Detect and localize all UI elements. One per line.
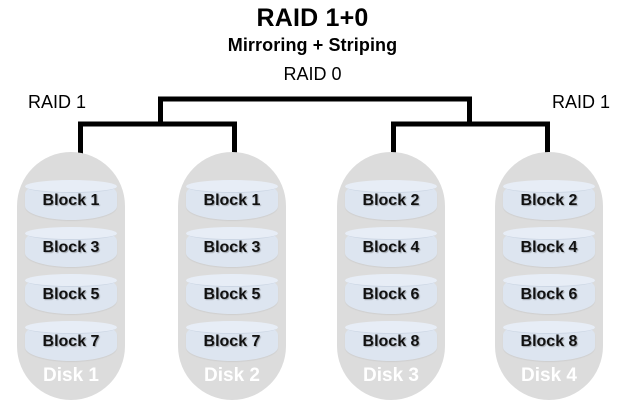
block-item[interactable]: Block 1 [25, 180, 117, 220]
block-item[interactable]: Block 3 [186, 227, 278, 267]
block-item[interactable]: Block 5 [186, 274, 278, 314]
cylinder-cap-icon [503, 321, 595, 334]
block-item[interactable]: Block 3 [25, 227, 117, 267]
cylinder-cap-icon [25, 274, 117, 287]
disk-container-3[interactable]: Block 2 Block 4 Block 6 Block 8 Disk 3 [337, 152, 445, 400]
diagram-subtitle: Mirroring + Striping [227, 35, 398, 55]
cylinder-cap-icon [503, 274, 595, 287]
block-item[interactable]: Block 4 [503, 227, 595, 267]
block-label: Block 5 [42, 286, 100, 303]
block-label: Block 6 [520, 286, 578, 303]
block-item[interactable]: Block 7 [186, 321, 278, 361]
disk-container-1[interactable]: Block 1 Block 3 Block 5 Block 7 Disk 1 [17, 152, 125, 400]
disk-label: Disk 3 [363, 365, 419, 386]
raid1-left-label: RAID 1 [28, 92, 87, 112]
cylinder-cap-icon [345, 274, 437, 287]
raid1-right-label: RAID 1 [552, 92, 611, 112]
cylinder-cap-icon [503, 227, 595, 240]
block-item[interactable]: Block 6 [503, 274, 595, 314]
block-label: Block 1 [42, 192, 100, 209]
cylinder-cap-icon [345, 227, 437, 240]
block-item[interactable]: Block 2 [345, 180, 437, 220]
block-item[interactable]: Block 6 [345, 274, 437, 314]
block-label: Block 7 [203, 333, 261, 350]
cylinder-cap-icon [345, 321, 437, 334]
block-label: Block 4 [362, 239, 420, 256]
block-label: Block 6 [362, 286, 420, 303]
cylinder-cap-icon [25, 321, 117, 334]
block-label: Block 8 [520, 333, 578, 350]
raid0-label: RAID 0 [283, 64, 342, 84]
block-label: Block 5 [203, 286, 261, 303]
cylinder-cap-icon [186, 321, 278, 334]
block-item[interactable]: Block 2 [503, 180, 595, 220]
diagram-title: RAID 1+0 [256, 4, 369, 32]
cylinder-cap-icon [345, 180, 437, 193]
disk-4-blocks: Block 2 Block 4 Block 6 Block 8 [503, 180, 595, 368]
block-label: Block 2 [520, 192, 578, 209]
disk-2-blocks: Block 1 Block 3 Block 5 Block 7 [186, 180, 278, 368]
block-item[interactable]: Block 4 [345, 227, 437, 267]
block-label: Block 2 [362, 192, 420, 209]
disk-1-blocks: Block 1 Block 3 Block 5 Block 7 [25, 180, 117, 368]
block-item[interactable]: Block 8 [345, 321, 437, 361]
block-item[interactable]: Block 8 [503, 321, 595, 361]
cylinder-cap-icon [25, 227, 117, 240]
disk-label: Disk 2 [204, 365, 260, 386]
block-item[interactable]: Block 5 [25, 274, 117, 314]
block-label: Block 8 [362, 333, 420, 350]
cylinder-cap-icon [25, 180, 117, 193]
block-item[interactable]: Block 7 [25, 321, 117, 361]
disk-label: Disk 1 [43, 365, 99, 386]
block-label: Block 3 [203, 239, 261, 256]
block-label: Block 7 [42, 333, 100, 350]
disk-label: Disk 4 [521, 365, 577, 386]
block-label: Block 3 [42, 239, 100, 256]
cylinder-cap-icon [186, 227, 278, 240]
disk-container-4[interactable]: Block 2 Block 4 Block 6 Block 8 Disk 4 [495, 152, 603, 400]
raid0-bracket [158, 96, 472, 126]
disk-3-blocks: Block 2 Block 4 Block 6 Block 8 [345, 180, 437, 368]
cylinder-cap-icon [503, 180, 595, 193]
cylinder-cap-icon [186, 274, 278, 287]
block-label: Block 1 [203, 192, 261, 209]
block-label: Block 4 [520, 239, 578, 256]
disk-container-2[interactable]: Block 1 Block 3 Block 5 Block 7 Disk 2 [178, 152, 286, 400]
cylinder-cap-icon [186, 180, 278, 193]
block-item[interactable]: Block 1 [186, 180, 278, 220]
